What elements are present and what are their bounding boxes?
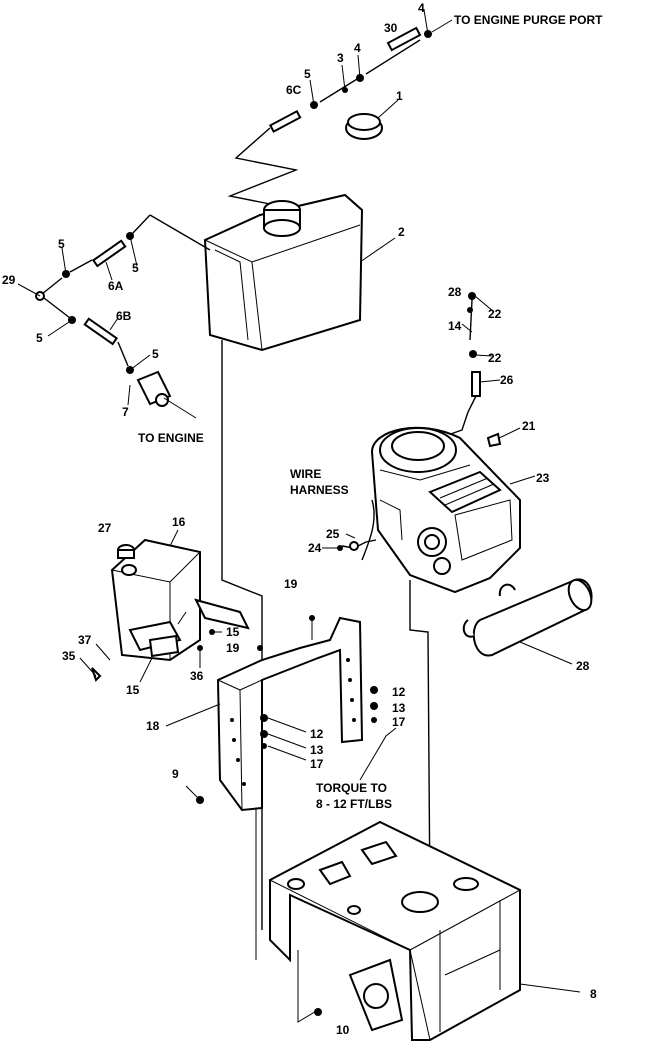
callout-8: 8 [590, 987, 597, 1001]
switch-hardware [79, 598, 250, 683]
callout-10: 10 [336, 1023, 350, 1037]
note-wire: WIRE [290, 467, 321, 481]
callout-14: 14 [448, 319, 462, 333]
callout-15: 15 [226, 625, 240, 639]
callout-23: 23 [536, 471, 550, 485]
note-torque-value: 8 - 12 FT/LBS [316, 797, 392, 811]
callout-37: 37 [78, 633, 92, 647]
muffler [462, 578, 593, 665]
callout-1: 1 [396, 89, 403, 103]
engine [370, 426, 536, 594]
callout-25: 25 [326, 527, 340, 541]
callout-4: 4 [418, 1, 425, 15]
callout-17: 17 [392, 715, 406, 729]
callout-5: 5 [152, 347, 159, 361]
callout-6c: 6C [286, 83, 302, 97]
callout-15: 15 [126, 683, 140, 697]
callout-19: 19 [284, 577, 298, 591]
callout-3: 3 [337, 51, 344, 65]
callout-36: 36 [190, 669, 204, 683]
callout-2: 2 [398, 225, 405, 239]
note-to-engine: TO ENGINE [138, 431, 204, 445]
callout-9: 9 [172, 767, 179, 781]
callout-13: 13 [392, 701, 406, 715]
callout-24: 24 [308, 541, 322, 555]
callout-29: 29 [2, 273, 16, 287]
callout-12: 12 [310, 727, 324, 741]
callout-26: 26 [500, 373, 514, 387]
callout-35: 35 [62, 649, 76, 663]
callout-7: 7 [122, 405, 129, 419]
callout-22: 22 [488, 307, 502, 321]
frame [269, 820, 581, 1041]
note-purge-port: TO ENGINE PURGE PORT [454, 13, 603, 27]
note-torque: TORQUE TO [316, 781, 387, 795]
callout-5: 5 [36, 331, 43, 345]
callout-19: 19 [226, 641, 240, 655]
callout-21: 21 [522, 419, 536, 433]
callout-12: 12 [392, 685, 406, 699]
bracket-hardware [185, 686, 397, 804]
callout-6a: 6A [108, 279, 124, 293]
callout-28: 28 [448, 285, 462, 299]
mounting-bracket [165, 615, 364, 812]
callout-28: 28 [576, 659, 590, 673]
callout-17: 17 [310, 757, 324, 771]
wire-harness [322, 499, 377, 561]
engine-vent-hose [444, 292, 501, 437]
note-harness: HARNESS [290, 483, 349, 497]
callout-27: 27 [98, 521, 112, 535]
callout-22: 22 [488, 351, 502, 365]
callout-5: 5 [58, 237, 65, 251]
callout-6b: 6B [116, 309, 132, 323]
callout-5: 5 [304, 67, 311, 81]
fuel-line-assembly [17, 214, 211, 419]
callout-4: 4 [354, 41, 361, 55]
callout-5: 5 [132, 261, 139, 275]
fuel-tank [203, 193, 396, 352]
callout-30: 30 [384, 21, 398, 35]
callout-18: 18 [146, 719, 160, 733]
callout-13: 13 [310, 743, 324, 757]
fuel-cap [345, 99, 399, 140]
purge-hose-assembly [227, 9, 453, 206]
callout-16: 16 [172, 515, 186, 529]
